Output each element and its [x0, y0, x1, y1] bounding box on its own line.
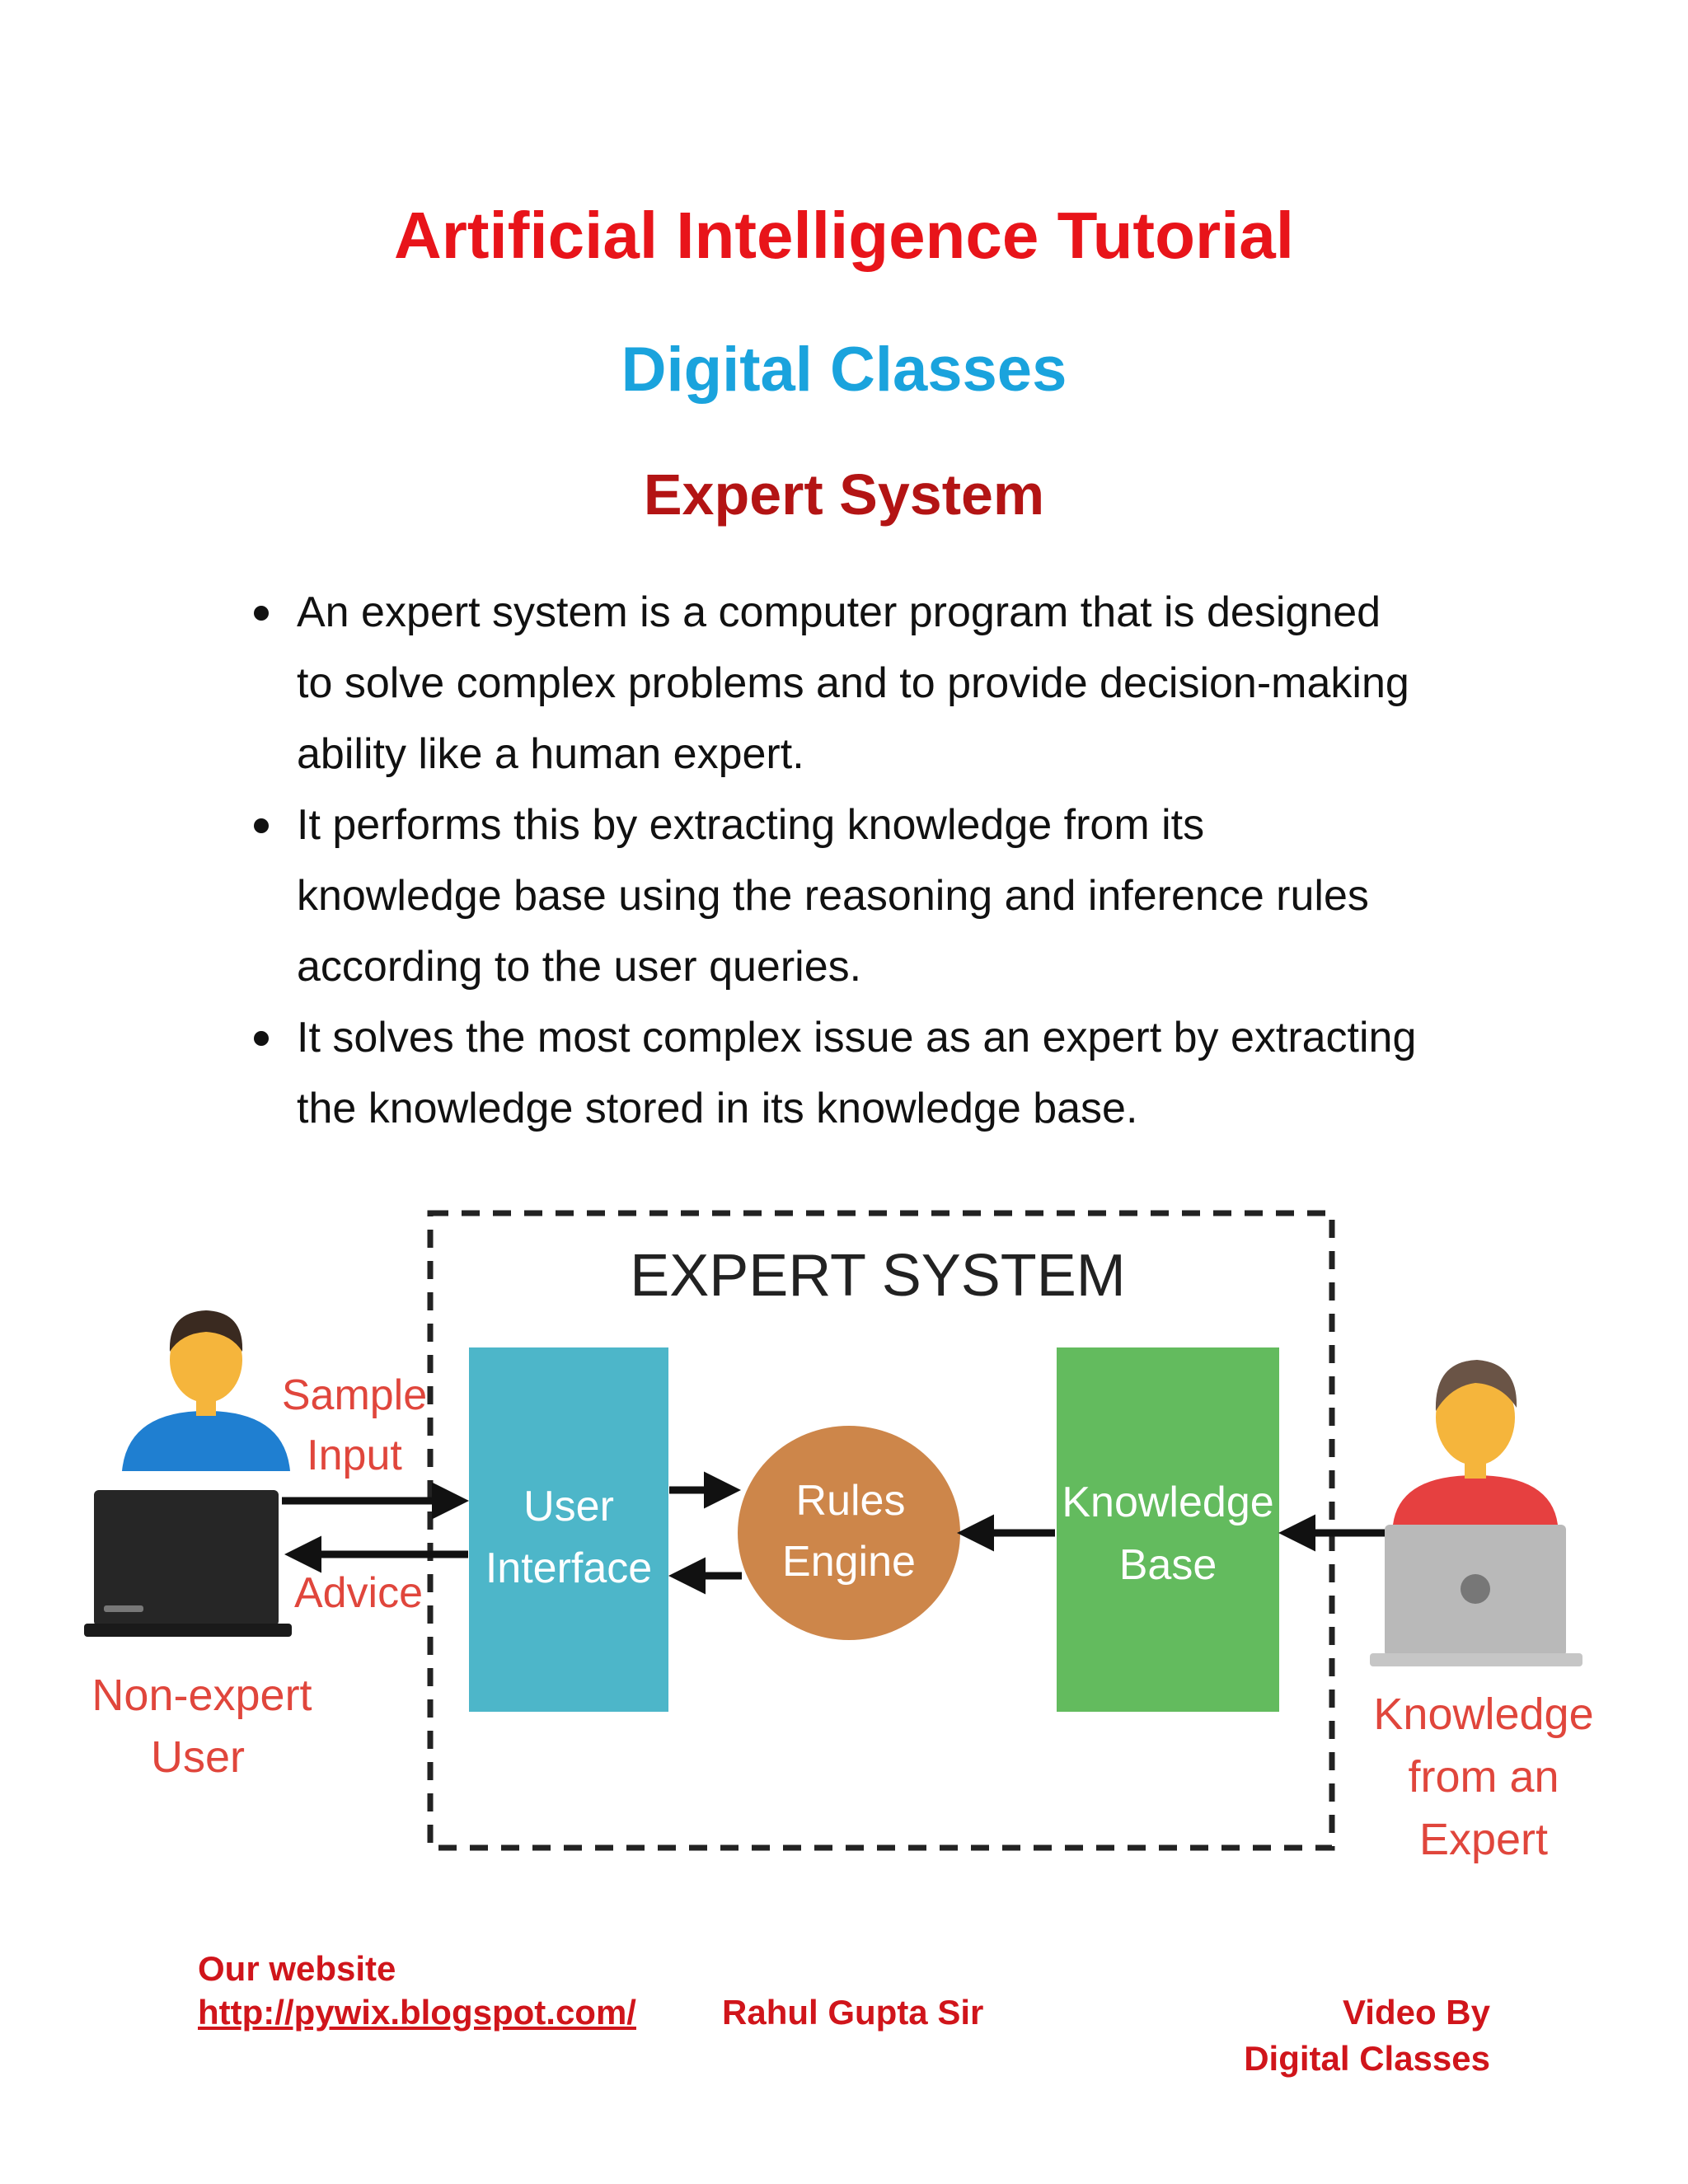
expert-laptop-logo [1461, 1574, 1490, 1604]
rules-engine-label: Engine [782, 1538, 916, 1586]
expert-label: Knowledge [1373, 1690, 1593, 1739]
bullet-dot-icon [254, 1031, 269, 1046]
user-shirt [122, 1411, 290, 1471]
bullet-line: to solve complex problems and to provide… [297, 659, 1409, 707]
bullet-line: It performs this by extracting knowledge… [297, 801, 1205, 849]
user-laptop-screen [94, 1490, 279, 1626]
page-title: Artificial Intelligence Tutorial [393, 199, 1295, 272]
footer-channel: Digital Classes [1244, 2039, 1490, 2078]
bullet-line: knowledge base using the reasoning and i… [297, 872, 1369, 920]
bullet-line: An expert system is a computer program t… [297, 588, 1381, 636]
expert-figure [1370, 1360, 1582, 1666]
bullet-item: An expert system is a computer program t… [254, 577, 1533, 790]
bullet-item: It solves the most complex issue as an e… [254, 1002, 1533, 1144]
footer-website-label: Our website [198, 1949, 396, 1988]
diagram-heading: EXPERT SYSTEM [630, 1243, 1126, 1309]
page-subtitle: Digital Classes [621, 335, 1067, 405]
rules-engine-circle [738, 1426, 960, 1640]
user-laptop-base [84, 1624, 292, 1637]
bullet-line: according to the user queries. [297, 943, 862, 991]
bullet-dot-icon [254, 818, 269, 833]
sample-input-label: Sample [282, 1371, 427, 1419]
bullet-line: ability like a human expert. [297, 730, 804, 778]
expert-system-diagram: EXPERT SYSTEM Sample Input Advice Non-ex… [84, 1210, 1594, 1864]
expert-label: Expert [1419, 1815, 1548, 1864]
footer-website-link[interactable]: http://pywix.blogspot.com/ [198, 1993, 636, 2032]
bullet-line: It solves the most complex issue as an e… [297, 1014, 1417, 1062]
knowledge-base-label: Knowledge [1062, 1479, 1273, 1526]
bullet-item: It performs this by extracting knowledge… [254, 790, 1533, 1002]
advice-label: Advice [294, 1569, 423, 1617]
topic-heading: Expert System [643, 462, 1045, 527]
sample-input-label: Input [307, 1432, 402, 1479]
expert-system-boundary [427, 1210, 1335, 1851]
expert-laptop-base [1370, 1653, 1582, 1666]
non-expert-user-label: Non-expert [91, 1671, 312, 1720]
bullet-dot-icon [254, 606, 269, 621]
user-face [170, 1317, 242, 1403]
user-interface-box [469, 1347, 668, 1712]
non-expert-user-label: User [151, 1732, 245, 1782]
expert-face [1436, 1370, 1515, 1465]
footer-video-by: Video By [1343, 1993, 1490, 2032]
user-laptop-mark [104, 1605, 143, 1612]
non-expert-user-figure [84, 1310, 292, 1637]
expert-label: from an [1408, 1752, 1559, 1802]
user-hair [169, 1310, 243, 1352]
bullet-line: the knowledge stored in its knowledge ba… [297, 1085, 1138, 1132]
knowledge-base-box [1057, 1347, 1279, 1712]
rules-engine-label: Rules [796, 1477, 906, 1525]
knowledge-base-label: Base [1119, 1541, 1217, 1589]
user-interface-label: Interface [485, 1544, 652, 1592]
expert-hair [1435, 1360, 1517, 1411]
expert-shirt [1393, 1475, 1558, 1525]
bullet-list: An expert system is a computer program t… [254, 577, 1533, 1144]
user-interface-label: User [523, 1483, 614, 1530]
footer-author: Rahul Gupta Sir [722, 1993, 984, 2032]
